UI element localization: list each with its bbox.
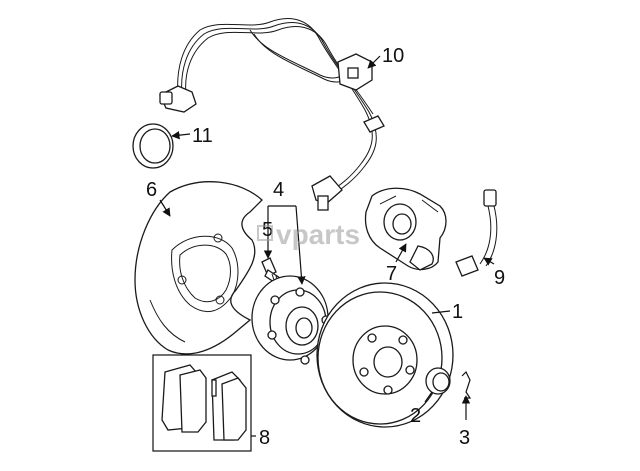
- callout-4: 4: [273, 179, 284, 201]
- brake-rotor: [316, 282, 454, 428]
- hub-bearing: [251, 275, 331, 365]
- brake-hose: [455, 189, 498, 277]
- brake-caliper: [364, 187, 447, 271]
- callout-6: 6: [146, 179, 157, 201]
- watermark: vparts: [257, 219, 360, 250]
- leader-lines: [159, 55, 495, 437]
- brake-pads-box: [152, 354, 252, 452]
- callout-9: 9: [494, 267, 505, 289]
- abs-wiring-harness: [159, 18, 385, 211]
- retaining-clip: [461, 370, 472, 399]
- callout-5: 5: [262, 219, 273, 241]
- seal-ring: [132, 123, 174, 169]
- dust-cap: [425, 367, 451, 395]
- callout-11: 11: [192, 125, 213, 147]
- callout-8: 8: [259, 427, 270, 449]
- callout-1: 1: [452, 301, 463, 323]
- callout-3: 3: [459, 427, 470, 449]
- callout-2: 2: [410, 405, 421, 427]
- backing-plate: [134, 181, 263, 355]
- callout-7: 7: [386, 263, 397, 285]
- callout-10: 10: [382, 45, 404, 67]
- watermark-text: vparts: [276, 219, 360, 250]
